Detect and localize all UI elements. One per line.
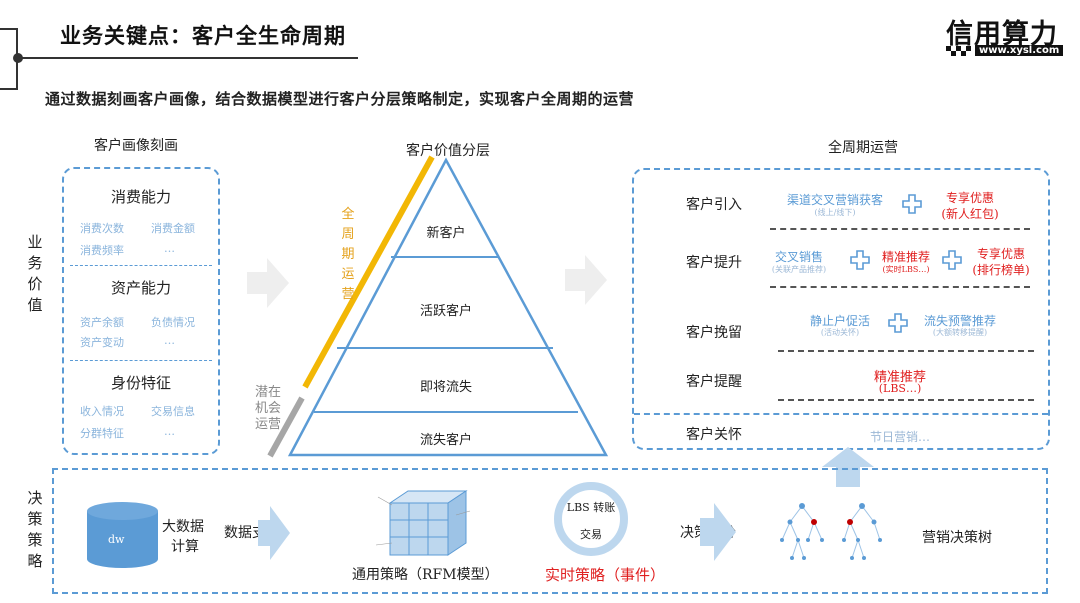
strategy-subitem: (大额转移提醒) — [932, 328, 988, 337]
portrait-group-title: 身份特征 — [110, 374, 171, 392]
portrait-item: 资产余额 — [80, 316, 124, 329]
pyramid-layer: 活跃客户 — [419, 304, 472, 319]
rfm-cube-icon — [375, 490, 471, 556]
database-icon — [87, 502, 158, 568]
flow-arrow-icon — [247, 258, 289, 308]
portrait-item: 分群特征 — [80, 427, 124, 440]
plus-icon — [942, 250, 962, 270]
header-dot — [13, 53, 23, 63]
side-label-decision-strategy: 决策策略 — [27, 489, 43, 570]
strategy-item: 交叉销售 — [774, 250, 823, 264]
row-label: 客户提醒 — [686, 374, 742, 390]
logo-pixel — [961, 51, 966, 56]
logo-pixel — [946, 46, 951, 51]
header-underline — [18, 57, 358, 59]
logo-pixel — [966, 46, 971, 51]
strategy-item: 渠道交叉营销获客 — [786, 193, 883, 207]
potential-line — [267, 396, 305, 458]
decision-tree-icon — [780, 503, 882, 560]
page-title: 业务关键点：客户全生命周期 — [60, 23, 346, 48]
logo-url: www.xysl.com — [975, 45, 1064, 56]
portrait-separator — [70, 360, 212, 361]
side-label-business-value: 业务价值 — [27, 233, 43, 314]
page-subtitle: 通过数据刻画客户画像，结合数据模型进行客户分层策略制定，实现客户全周期的运营 — [45, 90, 635, 108]
right-arrow-icon — [258, 506, 290, 560]
plus-icon — [850, 250, 870, 270]
logo-pixel — [951, 51, 956, 56]
strategy-subitem: (线上/线下) — [814, 208, 856, 217]
lbs-label-line1: LBS 转账 — [566, 501, 616, 514]
strategy-item: 专享优惠 — [976, 247, 1025, 261]
bigdata-label-line1: 大数据 — [162, 519, 204, 535]
portrait-group-title: 资产能力 — [110, 279, 171, 297]
potential-label: 潜在机会运营 — [254, 385, 281, 432]
decision-box — [52, 468, 1048, 594]
row-label: 客户引入 — [686, 197, 742, 213]
portrait-separator — [70, 265, 212, 266]
portrait-item: 消费次数 — [80, 222, 124, 235]
full-cycle-label: 全周期运营 — [341, 207, 355, 302]
rfm-label: 通用策略（RFM模型） — [352, 567, 499, 583]
portrait-item: … — [164, 242, 175, 255]
logo-text: 信用算力 — [946, 19, 1058, 50]
lbs-label-line2: 交易 — [580, 528, 602, 541]
portrait-item: 消费频率 — [80, 244, 124, 257]
decision-tree-label: 营销决策树 — [922, 530, 992, 546]
pyramid-layer: 即将流失 — [419, 380, 472, 395]
row-label: 客户关怀 — [686, 427, 742, 443]
row-label: 客户提升 — [686, 255, 742, 271]
pyramid-layer: 流失客户 — [419, 433, 472, 448]
header-bracket-bottom — [0, 88, 18, 90]
row-label: 客户挽留 — [686, 325, 742, 341]
right-arrow-icon — [700, 503, 736, 561]
strategy-subitem: (LBS…) — [878, 382, 922, 395]
strategy-item: 专享优惠 — [945, 191, 994, 205]
plus-icon — [902, 194, 922, 214]
portrait-item: … — [164, 334, 175, 347]
up-arrow-icon — [822, 447, 874, 487]
portrait-item: 资产变动 — [80, 336, 124, 349]
bigdata-label-line2: 计算 — [171, 539, 199, 555]
operations-divider — [634, 413, 1048, 415]
strategy-subitem: (活动关怀) — [820, 328, 860, 337]
strategy-subitem: (排行榜单) — [972, 263, 1030, 277]
portrait-item: 负债情况 — [151, 316, 195, 329]
row-separator — [770, 228, 1030, 230]
operations-label: 全周期运营 — [804, 134, 922, 160]
strategy-item: 精准推荐 — [881, 250, 930, 264]
plus-icon — [888, 313, 908, 333]
pyramid-diagram — [267, 155, 609, 458]
strategy-item: 精准推荐 — [873, 370, 926, 385]
realtime-strategy-label: 实时策略（事件） — [545, 566, 666, 584]
row-separator — [778, 350, 1034, 352]
header-bracket-top — [0, 28, 18, 30]
portrait-group-title: 消费能力 — [110, 188, 171, 206]
portrait-item: … — [164, 425, 175, 438]
dw-label: dw — [108, 533, 125, 546]
portrait-item: 消费金额 — [151, 222, 195, 235]
portrait-item: 收入情况 — [80, 405, 124, 418]
pyramid-layer: 新客户 — [426, 226, 466, 241]
portrait-box — [62, 167, 220, 455]
pyramid-label: 客户价值分层 — [388, 137, 508, 163]
strategy-item: 静止户促活 — [809, 314, 870, 328]
full-cycle-line — [302, 155, 435, 389]
lbs-circle-icon — [554, 482, 628, 556]
logo-pixel — [956, 46, 961, 51]
portrait-item: 交易信息 — [151, 405, 195, 418]
operations-box — [632, 168, 1050, 450]
strategy-item: 节日营销… — [869, 430, 930, 444]
strategy-subitem: (新人红包) — [941, 207, 999, 221]
flow-arrow-icon — [565, 255, 607, 305]
strategy-subitem: (关联产品推荐) — [771, 265, 827, 274]
row-separator — [778, 399, 1034, 401]
strategy-item: 流失预警推荐 — [923, 314, 996, 328]
strategy-subitem: (实时LBS…) — [882, 265, 930, 274]
portrait-label: 客户画像刻画 — [94, 135, 178, 155]
row-separator — [770, 286, 1030, 288]
